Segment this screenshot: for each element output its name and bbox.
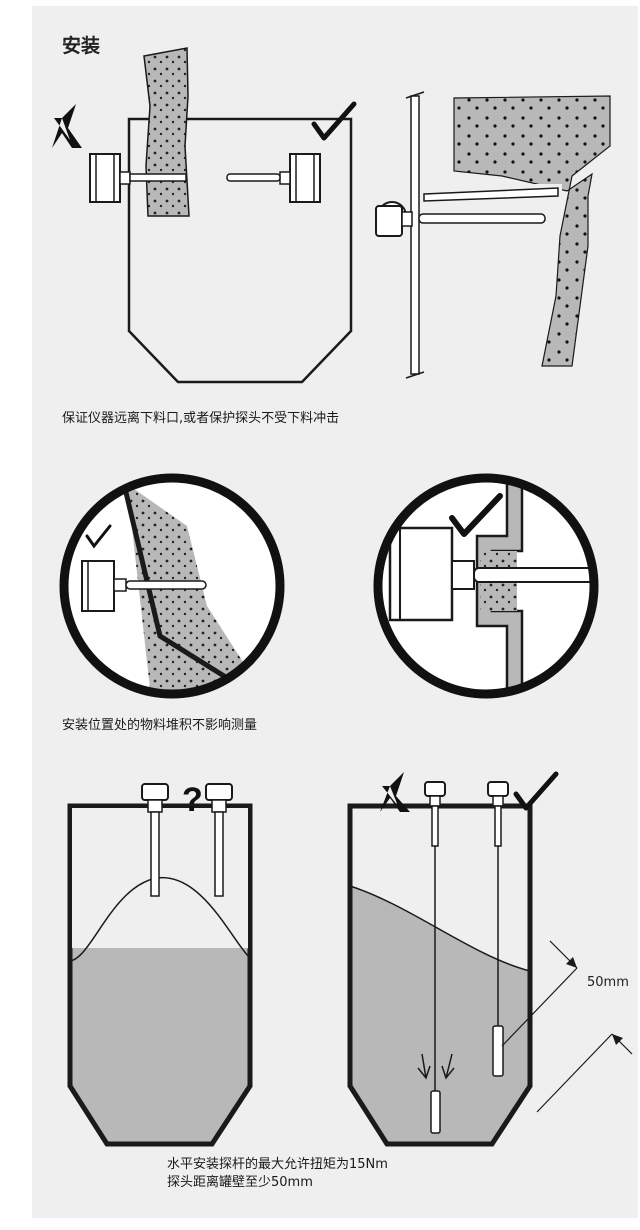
caption-feed-inlet: 保证仪器远离下料口,或者保护探头不受下料冲击 <box>62 411 340 426</box>
detail-inclined-wall <box>59 473 285 699</box>
sensor-rod-right <box>205 783 233 897</box>
installation-diagrams: ? <box>52 47 633 1147</box>
caption-torque: 水平安装探杆的最大允许扭矩为15Nm <box>167 1157 388 1172</box>
caption-distance: 探头距离罐壁至少50mm <box>167 1175 313 1190</box>
check-mark-icon <box>85 524 112 549</box>
question-mark-icon: ? <box>182 781 203 819</box>
transmitter-right-correct <box>226 153 321 203</box>
wall-shield-diagram <box>375 91 611 379</box>
vessel-cone-pile: ? <box>67 781 253 1147</box>
transmitter-left-wrong <box>89 153 187 203</box>
detail-nozzle <box>373 473 599 699</box>
vessel-cable-probes <box>347 771 633 1147</box>
check-mark-icon <box>513 771 559 811</box>
silo-feed-diagram <box>52 47 357 384</box>
sensor-rod-short <box>141 783 169 897</box>
transmitter-wall <box>375 201 546 237</box>
cross-mark-icon <box>380 772 410 812</box>
dimension-label: 50mm <box>587 975 629 990</box>
section-title: 安装 <box>62 35 101 57</box>
cross-mark-icon <box>52 104 82 148</box>
check-mark-icon <box>311 101 357 141</box>
caption-torque-distance: 水平安装探杆的最大允许扭矩为15Nm 探头距离罐壁至少50mm <box>167 1156 388 1192</box>
check-mark-icon <box>449 493 503 537</box>
cable-probe-wrong <box>417 781 455 1134</box>
caption-material-buildup: 安装位置处的物料堆积不影响测量 <box>62 718 258 733</box>
cable-probe-correct <box>487 781 509 1077</box>
installation-page: ? <box>32 6 638 1218</box>
distance-dimension <box>501 940 633 1113</box>
